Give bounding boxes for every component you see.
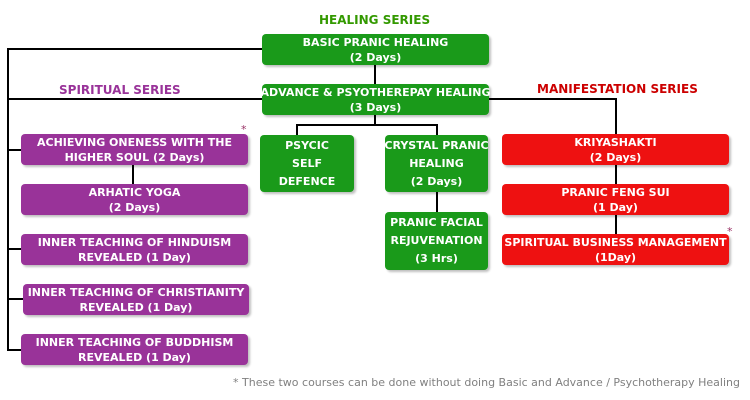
asterisk-marker: *	[241, 123, 247, 136]
achieving-oneness-box[interactable]: ACHIEVING ONENESS WITH THE HIGHER SOUL (…	[21, 134, 248, 165]
course-duration: (3 Hrs)	[415, 252, 458, 265]
pranic-facial-rejuvenation-box[interactable]: PRANIC FACIAL REJUVENATION (3 Hrs)	[385, 212, 488, 270]
course-title-line1: PSYCIC	[285, 138, 329, 152]
psychic-self-defence-box[interactable]: PSYCIC SELF DEFENCE	[260, 135, 354, 192]
course-duration: (2 Days)	[589, 150, 642, 164]
course-duration: (1 Day)	[593, 200, 638, 214]
course-title-line1: CRYSTAL PRANIC	[384, 138, 489, 152]
course-title: SPIRITUAL BUSINESS MANAGEMENT	[504, 235, 727, 249]
arhatic-yoga-box[interactable]: ARHATIC YOGA (2 Days)	[21, 184, 248, 215]
manifestation-series-header: MANIFESTATION SERIES	[537, 82, 698, 96]
course-duration: (2 Days)	[349, 50, 402, 64]
course-duration: REVEALED (1 Day)	[79, 300, 193, 314]
course-title: INNER TEACHING OF HINDUISM	[37, 235, 232, 249]
course-duration: REVEALED (1 Day)	[78, 350, 191, 364]
course-title: KRIYASHAKTI	[574, 135, 657, 149]
course-duration: REVEALED (1 Day)	[78, 250, 191, 264]
kriyashakti-box[interactable]: KRIYASHAKTI (2 Days)	[502, 134, 729, 165]
course-title: INNER TEACHING OF CHRISTIANITY	[27, 285, 245, 299]
inner-teaching-buddhism-box[interactable]: INNER TEACHING OF BUDDHISM REVEALED (1 D…	[21, 334, 248, 365]
spiritual-series-header: SPIRITUAL SERIES	[59, 83, 181, 97]
pranic-feng-sui-box[interactable]: PRANIC FENG SUI (1 Day)	[502, 184, 729, 215]
inner-teaching-hinduism-box[interactable]: INNER TEACHING OF HINDUISM REVEALED (1 D…	[21, 234, 248, 265]
basic-pranic-healing-box[interactable]: BASIC PRANIC HEALING (2 Days)	[262, 34, 489, 65]
footnote: * These two courses can be done without …	[233, 376, 740, 389]
course-title: ARHATIC YOGA	[88, 185, 181, 199]
course-title-line2: REJUVENATION	[390, 234, 483, 247]
course-duration: (1Day)	[594, 250, 637, 264]
course-title-line3: DEFENCE	[278, 174, 336, 188]
course-title: INNER TEACHING OF BUDDHISM	[35, 335, 234, 349]
crystal-pranic-healing-box[interactable]: CRYSTAL PRANIC HEALING (2 Days)	[384, 135, 489, 192]
healing-series-header: HEALING SERIES	[319, 13, 431, 27]
course-duration: HIGHER SOUL (2 Days)	[64, 150, 205, 164]
inner-teaching-christianity-box[interactable]: INNER TEACHING OF CHRISTIANITY REVEALED …	[23, 284, 249, 315]
course-title: BASIC PRANIC HEALING	[302, 35, 449, 49]
course-title: ACHIEVING ONENESS WITH THE	[36, 135, 233, 149]
advance-psychotherapy-healing-box[interactable]: ADVANCE & PSYOTHEREPAY HEALING (3 Days)	[260, 84, 491, 115]
course-title-line2: HEALING	[409, 156, 464, 170]
course-title: PRANIC FENG SUI	[561, 185, 670, 199]
course-title-line1: PRANIC FACIAL	[390, 216, 483, 229]
course-title-line2: SELF	[292, 156, 322, 170]
course-duration: (2 Days)	[410, 174, 463, 188]
course-duration: (3 Days)	[349, 100, 402, 114]
spiritual-business-management-box[interactable]: SPIRITUAL BUSINESS MANAGEMENT (1Day)	[502, 234, 729, 265]
course-duration: (2 Days)	[108, 200, 161, 214]
course-title: ADVANCE & PSYOTHEREPAY HEALING	[260, 85, 491, 99]
asterisk-marker: *	[727, 225, 733, 238]
